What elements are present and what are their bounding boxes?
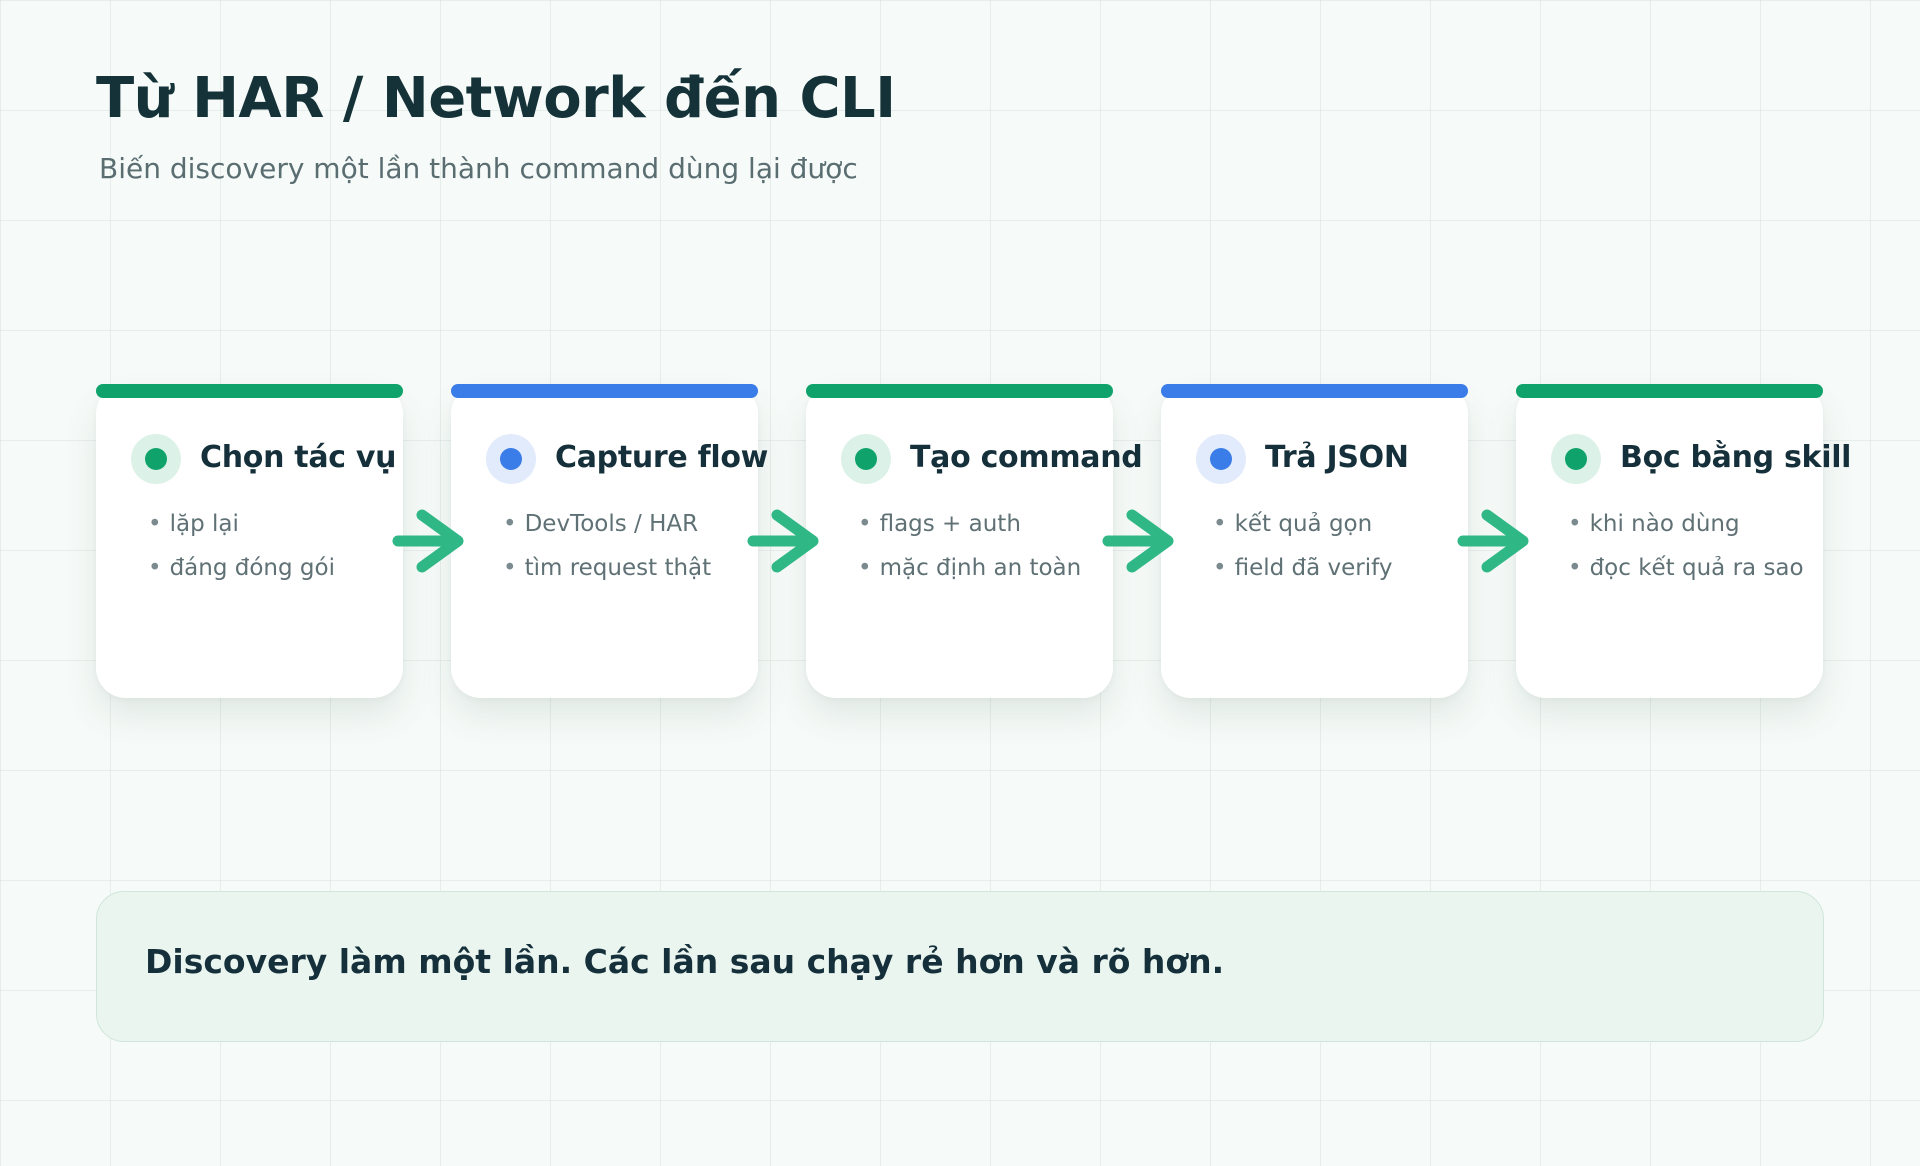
step-card-1: Chọn tác vụ lặp lại đáng đóng gói	[96, 384, 403, 698]
step-title: Bọc bằng skill	[1620, 440, 1852, 475]
arrow-right-icon	[747, 509, 819, 573]
step-item: field đã verify	[1213, 546, 1393, 590]
step-card-2: Capture flow DevTools / HAR tìm request …	[451, 384, 768, 698]
step-items: kết quả gọn field đã verify	[1213, 502, 1393, 590]
step-item: khi nào dùng	[1568, 502, 1804, 546]
step-accent-bar	[451, 384, 758, 398]
step-item: kết quả gọn	[1213, 502, 1392, 546]
step-items: flags + auth mặc định an toàn	[858, 502, 1082, 590]
page-subtitle: Biến discovery một lần thành command dùn…	[99, 152, 858, 185]
step-items: khi nào dùng đọc kết quả ra sao	[1568, 502, 1804, 590]
step-item: tìm request thật	[503, 546, 712, 590]
step-item: DevTools / HAR	[503, 502, 711, 546]
step-item: mặc định an toàn	[858, 546, 1082, 590]
step-title: Chọn tác vụ	[200, 440, 397, 475]
step-item: đáng đóng gói	[148, 546, 335, 590]
step-card-5: Bọc bằng skill khi nào dùng đọc kết quả …	[1516, 384, 1851, 698]
arrow-right-icon	[1102, 509, 1174, 573]
step-dot-icon	[131, 434, 181, 484]
step-accent-bar	[96, 384, 403, 398]
step-accent-bar	[806, 384, 1113, 398]
step-item: lặp lại	[148, 502, 335, 546]
step-accent-bar	[1516, 384, 1823, 398]
arrow-right-icon	[1457, 509, 1529, 573]
step-card-4: Trả JSON kết quả gọn field đã verify	[1161, 384, 1468, 698]
step-item: đọc kết quả ra sao	[1568, 546, 1804, 590]
arrow-right-icon	[392, 509, 464, 573]
step-dot-icon	[841, 434, 891, 484]
step-title: Capture flow	[555, 440, 769, 475]
step-title: Trả JSON	[1265, 440, 1409, 475]
step-dot-icon	[486, 434, 536, 484]
step-card-3: Tạo command flags + auth mặc định an toà…	[806, 384, 1143, 698]
step-items: DevTools / HAR tìm request thật	[503, 502, 712, 590]
step-dot-icon	[1551, 434, 1601, 484]
page-title: Từ HAR / Network đến CLI	[96, 66, 896, 131]
step-dot-icon	[1196, 434, 1246, 484]
summary-text: Discovery làm một lần. Các lần sau chạy …	[145, 942, 1225, 981]
summary-banner: Discovery làm một lần. Các lần sau chạy …	[96, 891, 1824, 1042]
step-accent-bar	[1161, 384, 1468, 398]
step-items: lặp lại đáng đóng gói	[148, 502, 335, 590]
step-title: Tạo command	[910, 440, 1143, 475]
step-item: flags + auth	[858, 502, 1081, 546]
